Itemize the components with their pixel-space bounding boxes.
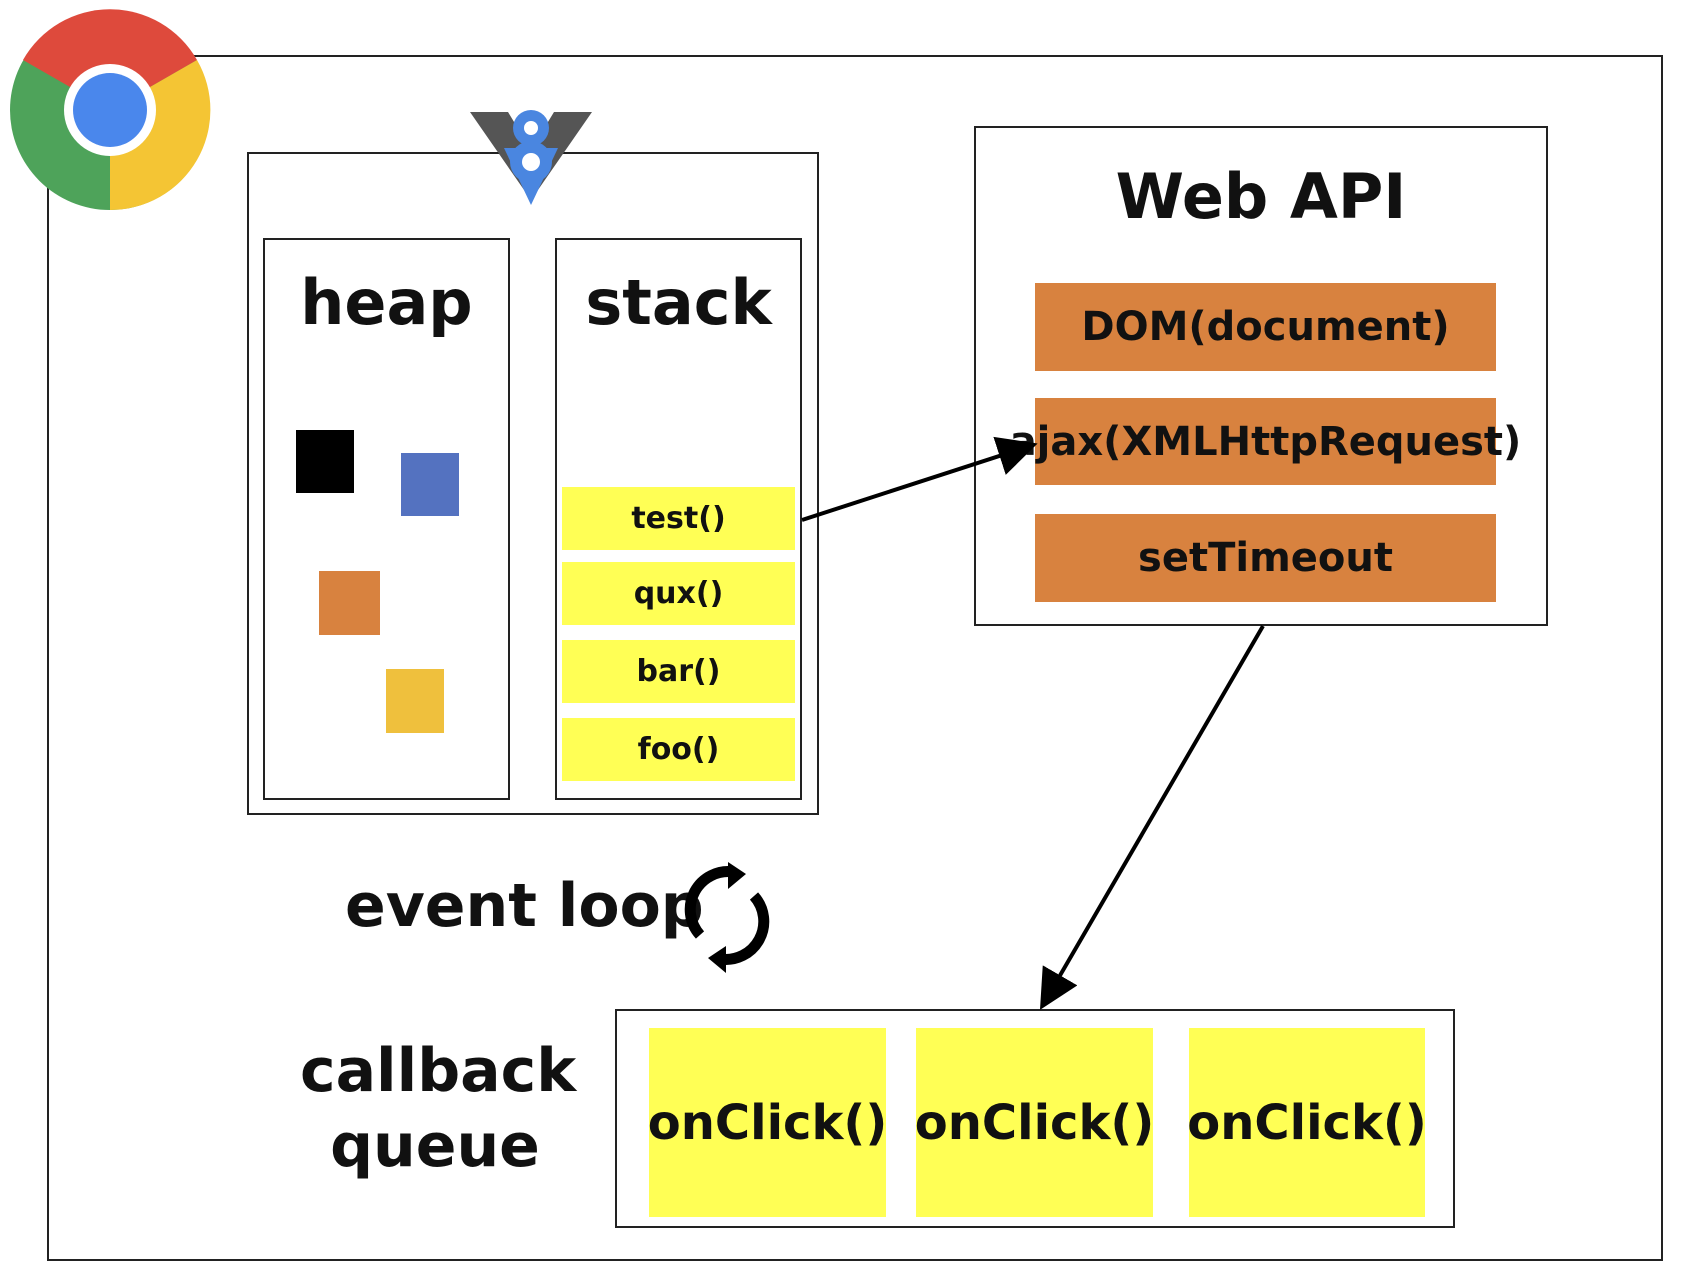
stack-frame: qux() (562, 562, 795, 625)
web-api-item-ajax: ajax(XMLHttpRequest) (1010, 398, 1521, 485)
arrow-stack-to-web-api (801, 436, 1038, 522)
refresh-icon-head-bottom (708, 946, 726, 973)
stack-frame: bar() (562, 640, 795, 703)
stack-frame: test() (562, 487, 795, 550)
web-api-item-dom: DOM(document) (1035, 283, 1496, 371)
heap-object (386, 669, 444, 733)
callback-queue-label-line1: callback (300, 1036, 577, 1106)
v8-logo-icon (470, 110, 592, 205)
callback-queue-label-line2: queue (330, 1111, 540, 1181)
event-loop-label: event loop (345, 871, 704, 941)
callback-item: onClick() (1187, 1028, 1427, 1217)
callback-item: onClick() (648, 1028, 887, 1217)
heap-title: heap (300, 266, 473, 339)
heap-object (319, 571, 380, 635)
web-api-title: Web API (1115, 160, 1407, 233)
callback-item: onClick() (915, 1028, 1154, 1217)
heap-object (401, 453, 459, 516)
chrome-logo-icon (10, 9, 211, 211)
stack-frame: foo() (562, 718, 795, 781)
refresh-icon (684, 866, 770, 965)
refresh-icon-head-top (728, 862, 746, 889)
web-api-item-settimeout: setTimeout (1035, 514, 1496, 602)
arrow-web-api-to-callback-queue (1039, 624, 1265, 1010)
heap-object (296, 430, 354, 493)
stack-title: stack (585, 266, 772, 339)
